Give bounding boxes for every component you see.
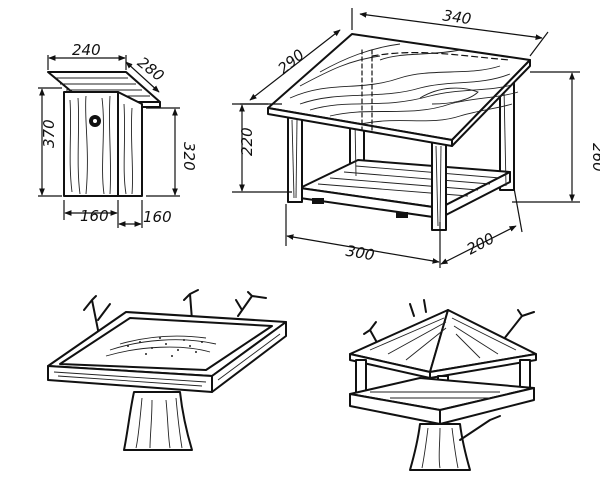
nest-box-dim-top-depth: 280 <box>134 53 168 85</box>
nest-box-dim-front-height: 370 <box>40 119 58 148</box>
nest-box-drawing: 240 280 370 320 160 160 <box>38 41 198 228</box>
feeder-dim-back-post-height: 260 <box>589 143 600 172</box>
feeder-dim-roof-depth: 290 <box>274 46 308 78</box>
feeder-dim-roof-width: 340 <box>442 6 473 28</box>
feeder-house-drawing: 340 290 220 260 300 200 <box>232 6 600 268</box>
feeder-roof <box>267 33 531 141</box>
nest-box-side <box>117 91 143 197</box>
feeder-front-left-post <box>287 113 303 203</box>
feeder-dim-front-post-height: 220 <box>238 127 256 156</box>
feeder-dim-base-width: 300 <box>344 242 375 265</box>
tray-feeder-drawing <box>47 289 287 451</box>
roofed-feeder-drawing <box>349 299 537 471</box>
feeder-front-right-post <box>431 139 447 231</box>
nest-box-dim-base-width: 160 <box>80 207 109 225</box>
nest-box-dim-back-height: 320 <box>180 142 198 171</box>
nest-box-dim-base-depth: 160 <box>143 208 172 226</box>
roofed-feeder-trunk <box>409 423 471 471</box>
nest-box-dim-top-width: 240 <box>72 41 101 59</box>
tray-feeder-stump <box>123 391 193 451</box>
feeder-dim-base-depth: 200 <box>464 229 498 258</box>
